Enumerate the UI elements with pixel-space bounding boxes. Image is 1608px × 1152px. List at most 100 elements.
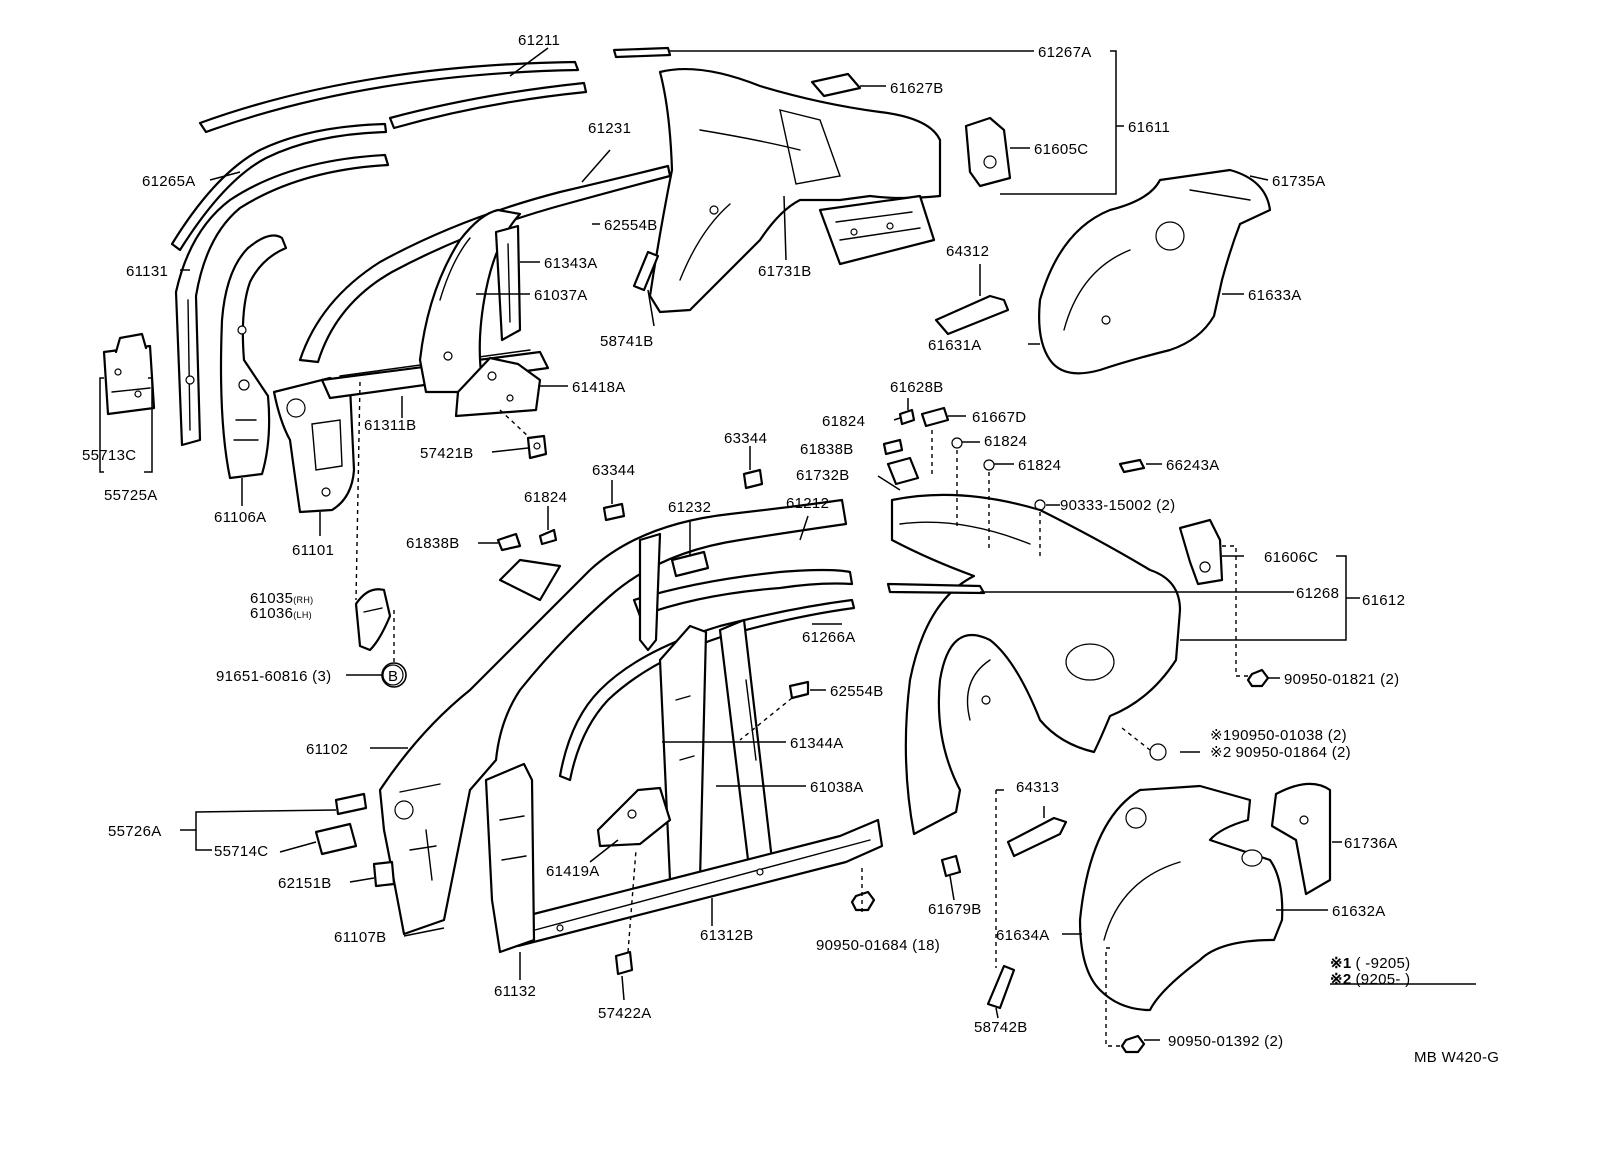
label-90333-15002: 90333-15002 (2) <box>1060 497 1175 514</box>
label-61102: 61102 <box>306 741 348 758</box>
label-61038A: 61038A <box>810 779 864 796</box>
part-61632A-wheel-housing-lower <box>1078 782 1332 1012</box>
part-61266A-strip <box>558 598 856 782</box>
label-55725A: 55725A <box>104 487 158 504</box>
footnote-mark-1: ※1 <box>1210 727 1232 744</box>
part-61132-lower-pillar <box>484 762 536 954</box>
label-mb-w420-g: MB W420-G <box>1414 1049 1499 1066</box>
label-61611: 61611 <box>1128 119 1170 136</box>
label-61731B: 61731B <box>758 263 812 280</box>
part-64312-rail <box>934 294 1010 336</box>
label-61343A: 61343A <box>544 255 598 272</box>
fasteners <box>382 664 1270 1054</box>
label-61838B-left: 61838B <box>406 535 460 552</box>
label-61266A: 61266A <box>802 629 856 646</box>
label-61606C: 61606C <box>1264 549 1318 566</box>
label-91651-60816: 91651-60816 (3) <box>216 668 331 685</box>
label-58742B: 58742B <box>974 1019 1028 1036</box>
footnote-1: ※1( -9205) <box>1330 955 1410 972</box>
label-61612: 61612 <box>1362 592 1405 609</box>
label-61732B: 61732B <box>796 467 850 484</box>
label-61631A: 61631A <box>928 337 982 354</box>
label-61036: 61036(LH) <box>250 605 312 622</box>
part-62554B-clip-lower <box>788 680 810 700</box>
label-61344A: 61344A <box>790 735 844 752</box>
label-61311B: 61311B <box>364 417 416 434</box>
part-61419A-plate <box>596 786 672 848</box>
label-90950-01038: ※190950-01038 (2) <box>1210 727 1347 744</box>
part-55713C-bracket <box>102 332 156 416</box>
part-61268-strip <box>886 582 986 595</box>
side-tag-lh: (LH) <box>293 610 312 620</box>
part-61732B-upper-pieces <box>882 406 1146 511</box>
label-61418A: 61418A <box>572 379 626 396</box>
label-61265A: 61265A <box>142 173 196 190</box>
part-61106A-pillar-reinforcement <box>219 234 288 480</box>
part-61102-side-frame <box>378 498 848 936</box>
label-63344-right: 63344 <box>724 430 767 447</box>
label-61232: 61232 <box>668 499 711 516</box>
label-66243A: 66243A <box>1166 457 1220 474</box>
part-61731B-back-panel <box>818 194 936 266</box>
label-61268: 61268 <box>1296 585 1339 602</box>
part-61035-gusset <box>354 588 392 652</box>
part-61101-front-pillar-lower <box>272 376 356 514</box>
label-57422A: 57422A <box>598 1005 652 1022</box>
label-62554B: 62554B <box>604 217 658 234</box>
label-90950-01392: 90950-01392 (2) <box>1168 1033 1283 1050</box>
side-tag-rh: (RH) <box>293 595 313 605</box>
label-61231: 61231 <box>588 120 631 137</box>
part-58741B-strip <box>632 250 660 292</box>
label-61267A: 61267A <box>1038 44 1092 61</box>
part-labels: 61211 61267A 61627B 61611 61605C 61231 6… <box>82 32 1499 1066</box>
part-61627B-bracket <box>810 72 862 98</box>
label-61605C: 61605C <box>1034 141 1088 158</box>
label-61312B: 61312B <box>700 927 754 944</box>
label-61824-c: 61824 <box>1018 457 1061 474</box>
label-61736A: 61736A <box>1344 835 1398 852</box>
label-55713C: 55713C <box>82 447 136 464</box>
part-61037A-center-pillar <box>418 208 522 394</box>
callout-b: B <box>388 668 398 685</box>
label-61633A: 61633A <box>1248 287 1302 304</box>
footnote-2: ※2(9205- ) <box>1330 971 1410 988</box>
part-61131-front-pillar-inner <box>174 153 390 447</box>
label-61106A: 61106A <box>214 509 266 526</box>
part-61343A-pillar-reinforcement <box>494 224 522 342</box>
part-61633A-wheel-housing <box>1038 168 1272 375</box>
label-90950-01821: 90950-01821 (2) <box>1284 671 1399 688</box>
label-57421B: 57421B <box>420 445 474 462</box>
label-63344-left: 63344 <box>592 462 635 479</box>
part-61612-quarter-panel <box>890 493 1182 836</box>
label-61628B: 61628B <box>890 379 944 396</box>
label-55714C: 55714C <box>214 843 268 860</box>
label-61824-b: 61824 <box>984 433 1027 450</box>
label-61212: 61212 <box>786 495 829 512</box>
label-61824-d: 61824 <box>524 489 567 506</box>
label-61132: 61132 <box>494 983 536 1000</box>
part-61232-small-parts <box>496 468 764 602</box>
label-62554B-lower: 62554B <box>830 683 884 700</box>
leader-lines <box>99 47 1476 1047</box>
label-62151B: 62151B <box>278 875 332 892</box>
label-90950-01684: 90950-01684 (18) <box>816 937 940 954</box>
callout-b-circle <box>381 662 407 688</box>
label-61101: 61101 <box>292 542 334 559</box>
part-61038A-center-pillar-outer <box>638 532 774 882</box>
label-61419A: 61419A <box>546 863 600 880</box>
label-61735A: 61735A <box>1272 173 1326 190</box>
part-55726A-clips <box>314 792 396 888</box>
label-61838B-right: 61838B <box>800 441 854 458</box>
label-61627B: 61627B <box>890 80 944 97</box>
label-64312: 64312 <box>946 243 989 260</box>
part-61267A-strip <box>612 46 672 59</box>
label-61824-a: 61824 <box>822 413 865 430</box>
label-61667D: 61667D <box>972 409 1026 426</box>
label-61037A: 61037A <box>534 287 588 304</box>
label-61634A: 61634A <box>996 927 1050 944</box>
label-61211: 61211 <box>518 32 560 49</box>
label-61035: 61035(RH) <box>250 590 313 607</box>
part-61606C-hinge <box>1178 518 1224 586</box>
